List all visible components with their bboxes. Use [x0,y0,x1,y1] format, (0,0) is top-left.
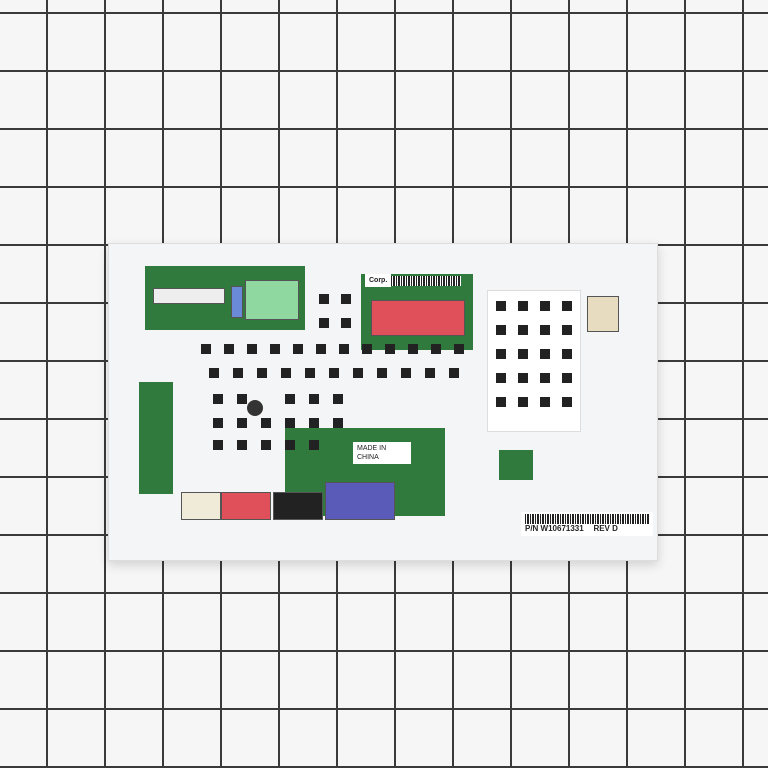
red-connector-large [371,300,465,336]
vent-hole [261,418,271,428]
vent-hole [285,440,295,450]
vent-hole [333,418,343,428]
vent-hole [237,418,247,428]
vent-hole [293,344,303,354]
cage-hole [540,349,550,359]
revision: REV D [593,524,618,533]
cage-hole [562,397,572,407]
cage-hole [496,325,506,335]
vent-hole [257,368,267,378]
blue-connector-large [325,482,395,520]
white-connector-bottom [181,492,221,520]
vent-hole [319,318,329,328]
pcb-left [139,382,173,494]
vent-hole [329,368,339,378]
vent-hole [224,344,234,354]
vent-hole [341,294,351,304]
cage-hole [518,325,528,335]
cage-hole [562,373,572,383]
part-number: P/N W10671331 [525,524,584,533]
vent-hole [362,344,372,354]
relay-label: Corp. [365,274,392,287]
vent-hole [213,394,223,404]
vent-hole [339,344,349,354]
relay-cage [487,290,581,432]
cage-hole [518,373,528,383]
vent-hole [309,440,319,450]
vent-hole [247,344,257,354]
vent-hole [213,418,223,428]
pcb-right-small [499,450,533,480]
cage-hole [496,373,506,383]
blue-connector-small [231,286,243,318]
vent-hole [385,344,395,354]
cage-hole [518,349,528,359]
vent-hole [353,368,363,378]
cage-hole [496,397,506,407]
vent-hole [285,394,295,404]
vent-hole [341,318,351,328]
red-connector-bottom [221,492,271,520]
cage-hole [496,349,506,359]
vent-hole [305,368,315,378]
relay-barcode [391,276,461,286]
vent-hole [261,440,271,450]
black-connector [273,492,323,520]
label-barcode [525,514,649,524]
vent-hole [237,440,247,450]
cage-hole [562,349,572,359]
knob-shaft [247,400,263,416]
vent-hole [209,368,219,378]
green-connector [245,280,299,320]
vent-hole [309,418,319,428]
made-in-china-label: MADE IN CHINA [353,442,411,464]
vent-hole [237,394,247,404]
vent-hole [454,344,464,354]
cage-hole [496,301,506,311]
vent-hole [431,344,441,354]
vent-hole [270,344,280,354]
cage-hole [518,301,528,311]
white-connector [153,288,225,304]
vent-hole [281,368,291,378]
cage-hole [540,325,550,335]
vent-hole [316,344,326,354]
part-number-label: P/N W10671331 REV D [521,512,653,536]
vent-hole [401,368,411,378]
control-board-housing: Corp. MADE IN CHINA P/N W10671331 REV D [108,243,658,561]
vent-hole [333,394,343,404]
cage-hole [540,301,550,311]
vent-hole [233,368,243,378]
vent-hole [425,368,435,378]
cage-hole [518,397,528,407]
cage-hole [540,373,550,383]
vent-hole [309,394,319,404]
vent-hole [377,368,387,378]
cage-hole [562,325,572,335]
vent-hole [449,368,459,378]
cage-hole [562,301,572,311]
vent-hole [285,418,295,428]
vent-hole [213,440,223,450]
beige-connector [587,296,619,332]
vent-hole [319,294,329,304]
vent-hole [408,344,418,354]
cage-hole [540,397,550,407]
vent-hole [201,344,211,354]
